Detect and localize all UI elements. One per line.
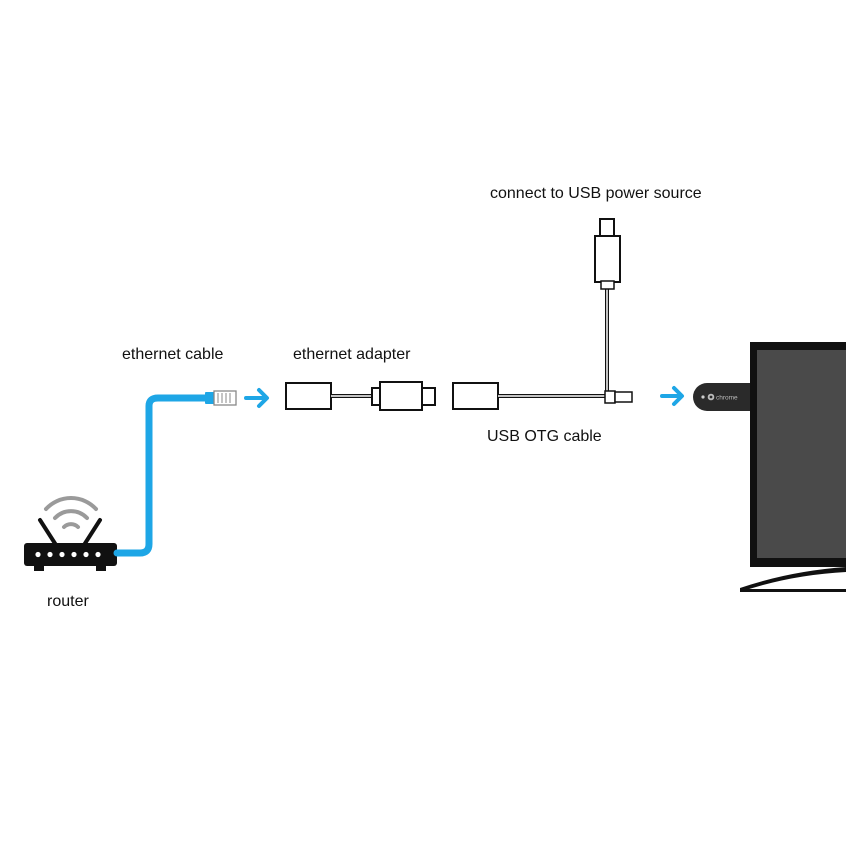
ethernet-cable-label: ethernet cable: [122, 346, 224, 363]
ethernet-plug-icon: [205, 390, 237, 406]
usb-otg-cable-graphic: [452, 288, 633, 410]
router-icon: [24, 518, 117, 571]
power-source-label: connect to USB power source: [490, 185, 702, 202]
ethernet-cable-line: [113, 394, 212, 557]
wifi-icon: [44, 496, 98, 529]
chromecast-dongle-icon: chrome: [693, 383, 750, 411]
router-label: router: [47, 593, 89, 610]
arrow-right-icon: [660, 386, 684, 406]
tv-icon: [740, 342, 846, 592]
arrow-right-icon: [244, 388, 269, 408]
usb-otg-cable-label: USB OTG cable: [487, 428, 602, 445]
chromecast-brand-text: chrome: [716, 395, 738, 402]
ethernet-adapter-label: ethernet adapter: [293, 346, 411, 363]
ethernet-adapter-graphic: [285, 381, 436, 411]
usb-plug-icon: [594, 218, 621, 290]
